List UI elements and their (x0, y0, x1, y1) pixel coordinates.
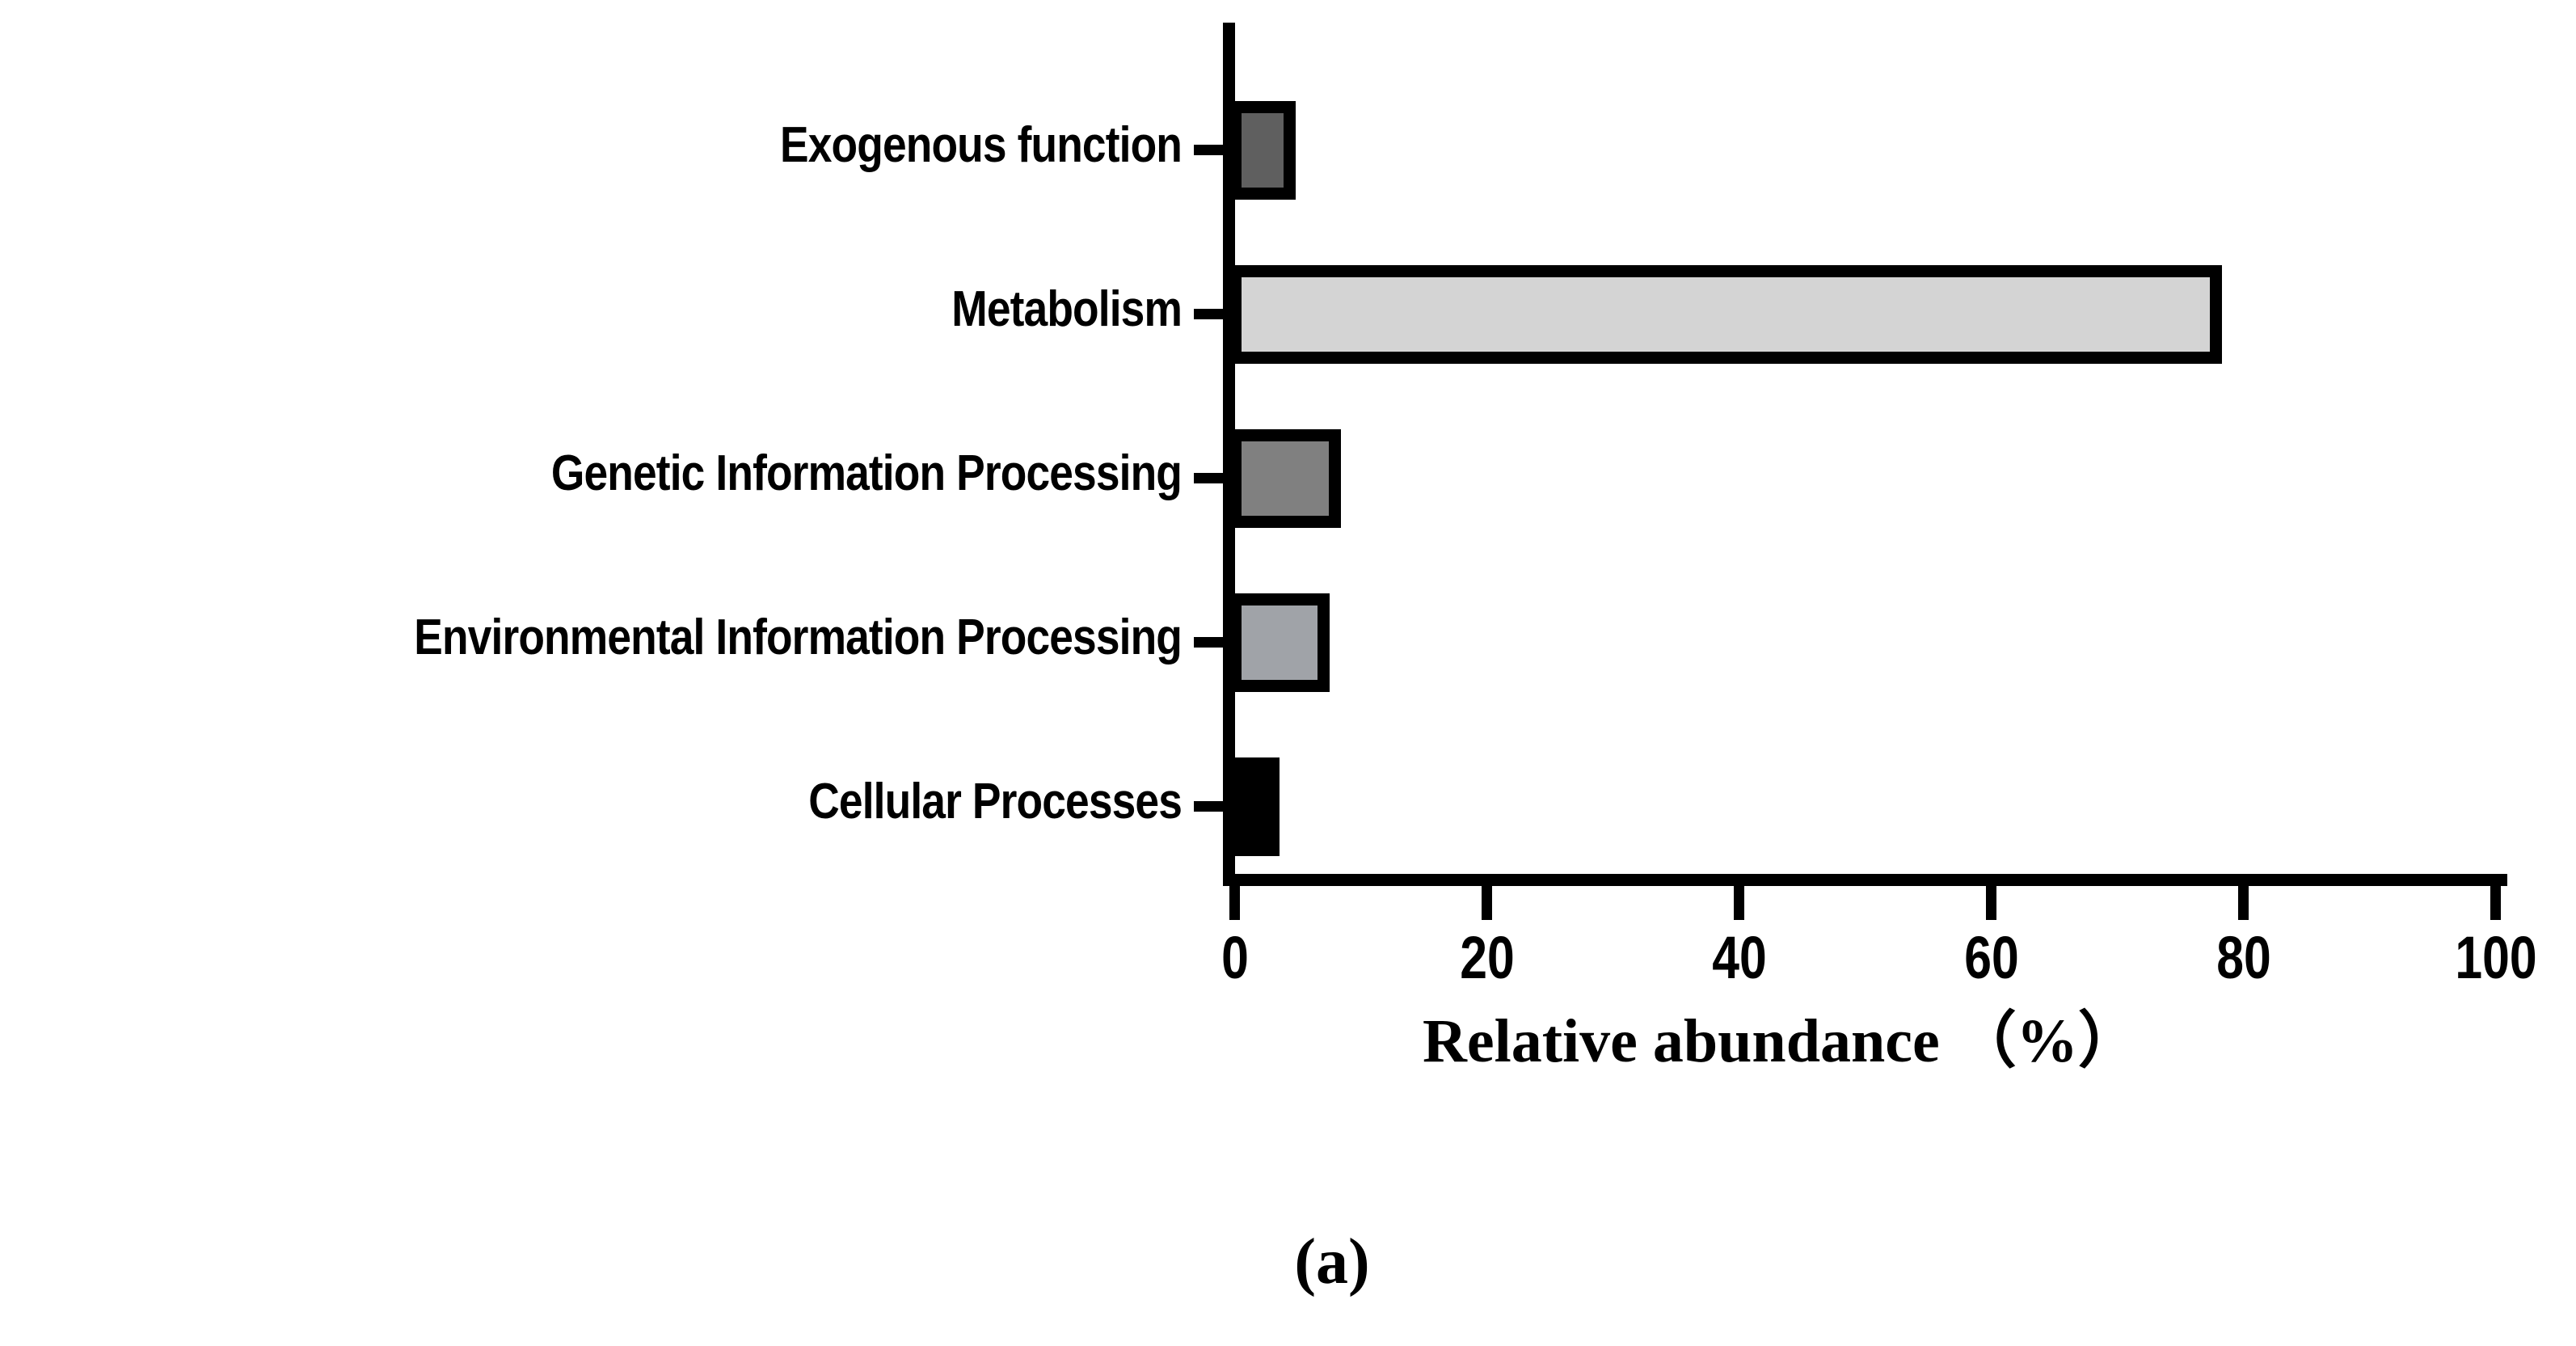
value-tick-0 (1229, 886, 1240, 920)
category-tick-0 (1194, 145, 1223, 155)
value-tick-label-80: 80 (2216, 924, 2271, 991)
value-tick-40 (1734, 886, 1744, 920)
value-axis-line (1223, 874, 2507, 886)
value-tick-20 (1482, 886, 1492, 920)
category-tick-4 (1194, 801, 1223, 812)
value-tick-label-60: 60 (1964, 924, 2019, 991)
value-tick-100 (2490, 886, 2501, 920)
bar-cellular-processes (1229, 757, 1280, 856)
category-label-metabolism: Metabolism (951, 281, 1183, 337)
category-label-cellular-processes: Cellular Processes (808, 774, 1183, 829)
category-label-exogenous-function: Exogenous function (780, 117, 1183, 173)
bar-metabolism (1229, 265, 2222, 364)
bar-genetic-information-processing (1229, 429, 1341, 528)
value-tick-label-100: 100 (2455, 924, 2537, 991)
value-tick-80 (2238, 886, 2249, 920)
panel-caption: (a) (1294, 1226, 1370, 1297)
x-axis-title: Relative abundance （%） (1423, 1007, 2140, 1075)
value-tick-label-0: 0 (1221, 924, 1249, 991)
category-tick-3 (1194, 637, 1223, 648)
category-tick-2 (1194, 473, 1223, 483)
category-tick-1 (1194, 309, 1223, 319)
value-tick-60 (1986, 886, 1996, 920)
bar-environmental-information-processing (1229, 593, 1330, 692)
category-label-genetic-information-processing: Genetic Information Processing (550, 445, 1183, 501)
category-label-environmental-information-processing: Environmental Information Processing (414, 610, 1183, 665)
value-tick-label-20: 20 (1460, 924, 1515, 991)
bar-exogenous-function (1229, 101, 1296, 200)
value-tick-label-40: 40 (1712, 924, 1767, 991)
